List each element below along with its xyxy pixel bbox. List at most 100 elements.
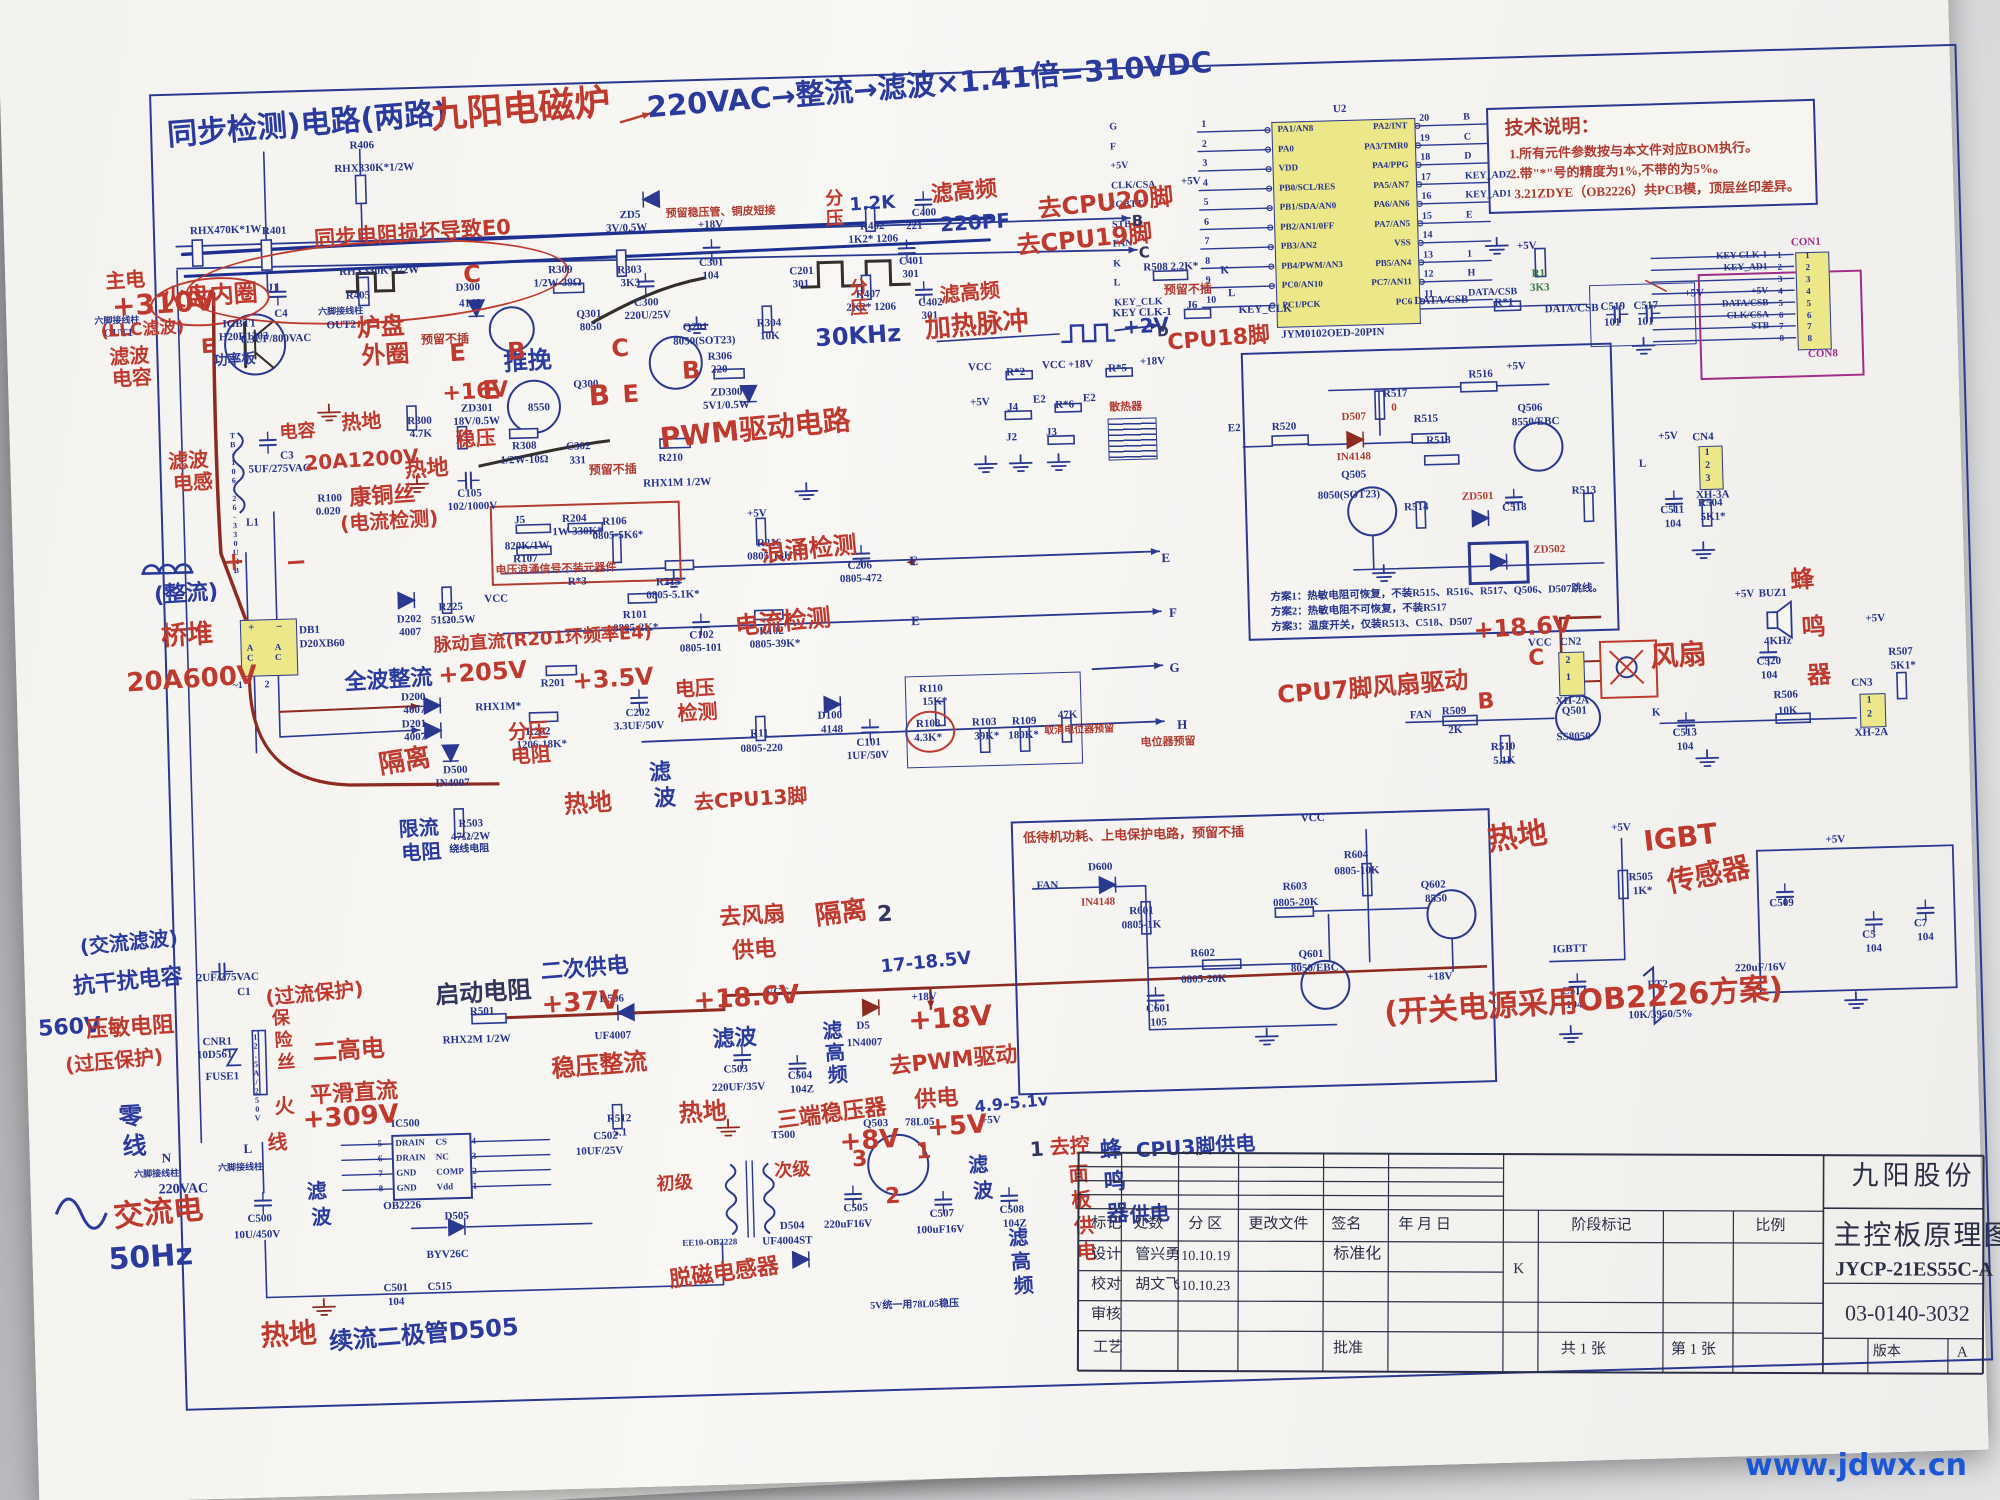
printed-label: DATA/CSB — [1414, 293, 1469, 308]
printed-label: 20 — [1419, 112, 1430, 124]
printed-label: PC0/AN10 — [1281, 278, 1323, 290]
printed-label: R513 — [1571, 484, 1597, 497]
printed-label: EE10-OB2228 — [682, 1236, 738, 1248]
printed-label: +5V — [1734, 587, 1755, 601]
printed-label: 3.3UF/50V — [613, 719, 665, 733]
db1-minus: − — [275, 620, 283, 633]
printed-label: L — [1113, 277, 1121, 289]
printed-label: C1 — [237, 985, 251, 999]
printed-label: 3 — [1777, 273, 1783, 284]
con1-connector — [1795, 251, 1832, 351]
printed-label: C502 — [593, 1129, 618, 1143]
printed-label: 2K — [1448, 723, 1463, 737]
printed-label: VCC — [1041, 358, 1066, 372]
printed-label: R503 — [458, 817, 484, 830]
printed-label: C401 — [898, 254, 924, 268]
hw-annotation: 供电 — [913, 1085, 960, 1114]
printed-label: 0805-220 — [740, 741, 783, 756]
hw-annotation: 2 — [876, 901, 894, 928]
printed-label: 六脚接线柱 — [217, 1161, 264, 1173]
tb-designer: 管兴勇 — [1135, 1246, 1181, 1263]
printed-label: D500 — [442, 763, 468, 777]
printed-label: 104 — [1664, 517, 1682, 531]
db1-ac2: AC — [272, 641, 284, 663]
printed-label: +5V — [746, 507, 767, 520]
cn3-ref: CN3 — [1851, 676, 1873, 690]
printed-label: 0805-20K — [1272, 895, 1319, 910]
hw-annotation: C — [610, 333, 630, 363]
printed-label: 47Ω/2W — [450, 830, 491, 844]
printed-label: IN4007 — [435, 776, 470, 790]
tb-doc-title: 主控板原理图 — [1833, 1220, 2000, 1252]
printed-label: R*3 — [567, 575, 587, 588]
printed-label: C105 — [457, 487, 482, 500]
hw-annotation: 鸣 — [1800, 612, 1827, 642]
hw-annotation: C — [1138, 243, 1151, 262]
printed-label: C402 — [918, 296, 943, 309]
printed-label: 13 — [1422, 249, 1434, 261]
printed-label: DRAIN — [395, 1152, 426, 1163]
printed-label: R106 — [602, 515, 627, 528]
printed-label: K — [1220, 264, 1230, 277]
printed-label: C511 — [1660, 503, 1685, 517]
hw-annotation: 电压 — [674, 675, 716, 702]
printed-label: Q506 — [1517, 401, 1543, 415]
printed-label: OUT2 — [326, 318, 357, 332]
tb-sheets: 共 1 张 — [1560, 1341, 1606, 1358]
printed-label: R100 — [317, 492, 343, 505]
hw-annotation: 外圈 — [360, 339, 411, 371]
printed-label: R603 — [1282, 880, 1308, 893]
tb-standard: 标准化 — [1333, 1245, 1382, 1263]
tech-notes-title: 技术说明： — [1504, 115, 1600, 140]
printed-label: 2 — [1565, 654, 1571, 666]
printed-label: D201 — [401, 717, 427, 731]
hw-annotation: +5V — [926, 1109, 989, 1144]
printed-label: R406 — [349, 139, 375, 152]
printed-label: PA1/AN8 — [1277, 122, 1314, 134]
printed-label: 18 — [1420, 151, 1431, 163]
printed-label: 6 — [377, 1153, 383, 1164]
printed-label: 0 — [1391, 401, 1397, 414]
printed-label: PA4/PPG — [1372, 159, 1409, 171]
hw-annotation: 热地 — [259, 1316, 318, 1353]
printed-label: C601 — [1145, 1002, 1171, 1015]
printed-label: R108 — [915, 717, 941, 731]
printed-label: VCC — [484, 592, 509, 606]
cn3-type: XH-2A — [1854, 726, 1889, 739]
hw-annotation: 高 — [824, 1039, 846, 1066]
hw-annotation: 全波整流 — [343, 665, 434, 696]
printed-label: 8 — [1779, 333, 1785, 344]
printed-label: 10D561 — [196, 1048, 233, 1062]
hw-annotation: 火 — [273, 1093, 296, 1119]
hw-annotation: 50Hz — [107, 1237, 194, 1278]
hw-annotation: 滤 — [648, 759, 672, 786]
printed-label: RHX1M 1/2W — [642, 475, 712, 490]
hw-annotation: 220PF — [939, 208, 1011, 237]
hw-annotation: 线 — [121, 1131, 148, 1161]
hw-annotation: 风扇 — [1649, 637, 1708, 674]
printed-label: R215 — [655, 575, 681, 589]
printed-label: L — [1227, 287, 1236, 300]
printed-label: R*5 — [1107, 362, 1128, 375]
hw-annotation: 1.2K — [848, 191, 896, 216]
printed-label: 1UF/50V — [846, 748, 890, 763]
printed-label: 5.1K — [1493, 754, 1516, 768]
printed-label: C504 — [787, 1069, 813, 1082]
printed-label: C202 — [625, 706, 651, 720]
hw-annotation: 电阻 — [509, 741, 552, 769]
printed-label: R602 — [1190, 946, 1216, 960]
printed-label: D100 — [817, 709, 843, 722]
printed-label: J1 — [267, 281, 279, 295]
hw-annotation: 线 — [266, 1129, 289, 1155]
printed-label: UF4007 — [594, 1029, 632, 1043]
printed-label: 8550 — [1424, 892, 1448, 906]
hw-annotation: 限流 — [397, 814, 440, 842]
printed-label: 105 — [1150, 1016, 1168, 1029]
printed-label: ZD502 — [1533, 542, 1566, 556]
hw-annotation: 器 — [1806, 660, 1832, 690]
printed-label: 1 — [1866, 694, 1872, 706]
printed-label: 104 — [1917, 930, 1934, 944]
printed-label: PA5/AN7 — [1373, 178, 1410, 190]
printed-label: 10UF/25V — [575, 1144, 624, 1158]
